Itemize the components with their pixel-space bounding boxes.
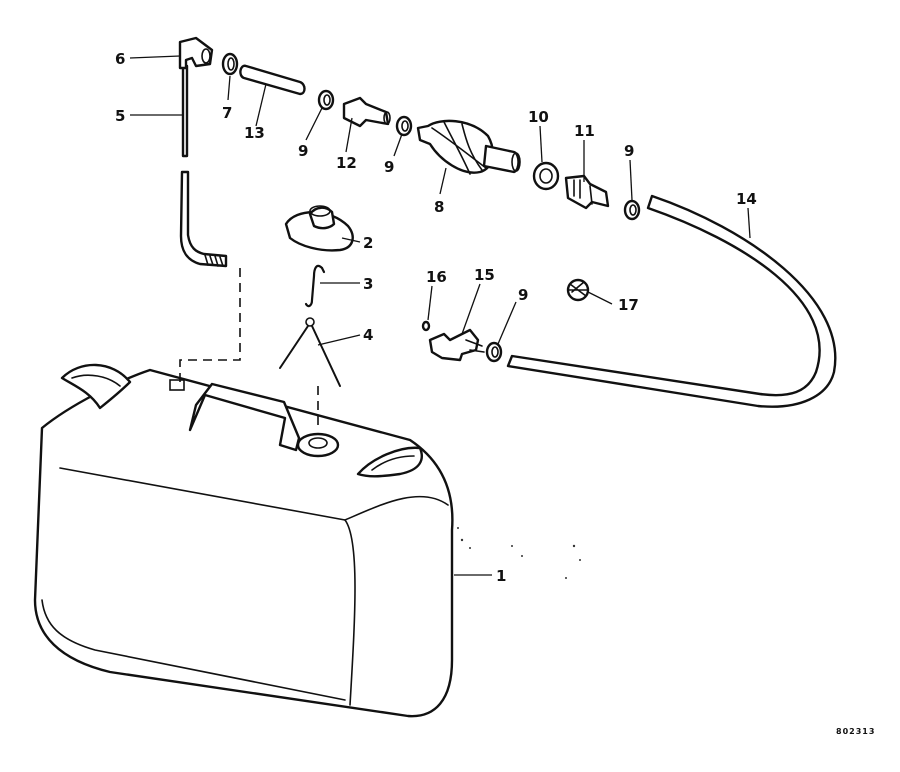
callout-14: 14 [736, 190, 757, 208]
callout-17: 17 [618, 296, 639, 314]
callout-7: 7 [222, 104, 232, 122]
callout-9d: 9 [518, 286, 528, 304]
retainer-spring [304, 264, 326, 308]
callout-9c: 9 [624, 142, 634, 160]
connector-12 [342, 96, 391, 128]
clamp-7 [221, 52, 239, 76]
callout-9a: 9 [298, 142, 308, 160]
pickup-tube [179, 64, 228, 268]
tank-connector [428, 328, 485, 362]
callout-5: 5 [115, 107, 125, 125]
drawing-code: 802313 [836, 727, 875, 736]
elbow-fitting [178, 36, 214, 70]
callout-6: 6 [115, 50, 125, 68]
hose-13 [239, 64, 306, 96]
callout-16: 16 [426, 268, 447, 286]
callout-1: 1 [496, 567, 506, 585]
primer-bulb [416, 119, 521, 175]
cap-retaining-wire [279, 317, 341, 387]
callout-11: 11 [574, 122, 595, 140]
clamp-9d [485, 341, 503, 363]
callout-3: 3 [363, 275, 373, 293]
clamp-9c [623, 199, 641, 221]
callout-4: 4 [363, 326, 373, 344]
filler-cap [284, 205, 354, 252]
callout-10: 10 [528, 108, 549, 126]
connector-11 [564, 174, 610, 210]
fuel-hose-14 [506, 194, 837, 408]
clamp-10 [532, 161, 560, 191]
scan-speckles [457, 527, 581, 579]
callout-labels: 1 2 3 4 5 6 7 8 9 9 9 9 10 11 12 13 14 1… [115, 50, 875, 736]
spring-clamp-17 [566, 278, 590, 302]
fuel-tank [33, 363, 454, 718]
callout-15: 15 [474, 266, 495, 284]
callout-12: 12 [336, 154, 357, 172]
clamp-9a [317, 89, 335, 111]
leader-lines [129, 55, 751, 576]
callout-8: 8 [434, 198, 444, 216]
callout-9b: 9 [384, 158, 394, 176]
callout-13: 13 [244, 124, 265, 142]
o-ring-16 [421, 320, 431, 332]
tube-to-tank-dashed-line [179, 268, 241, 384]
callout-2: 2 [363, 234, 373, 252]
clamp-9b [395, 115, 413, 137]
